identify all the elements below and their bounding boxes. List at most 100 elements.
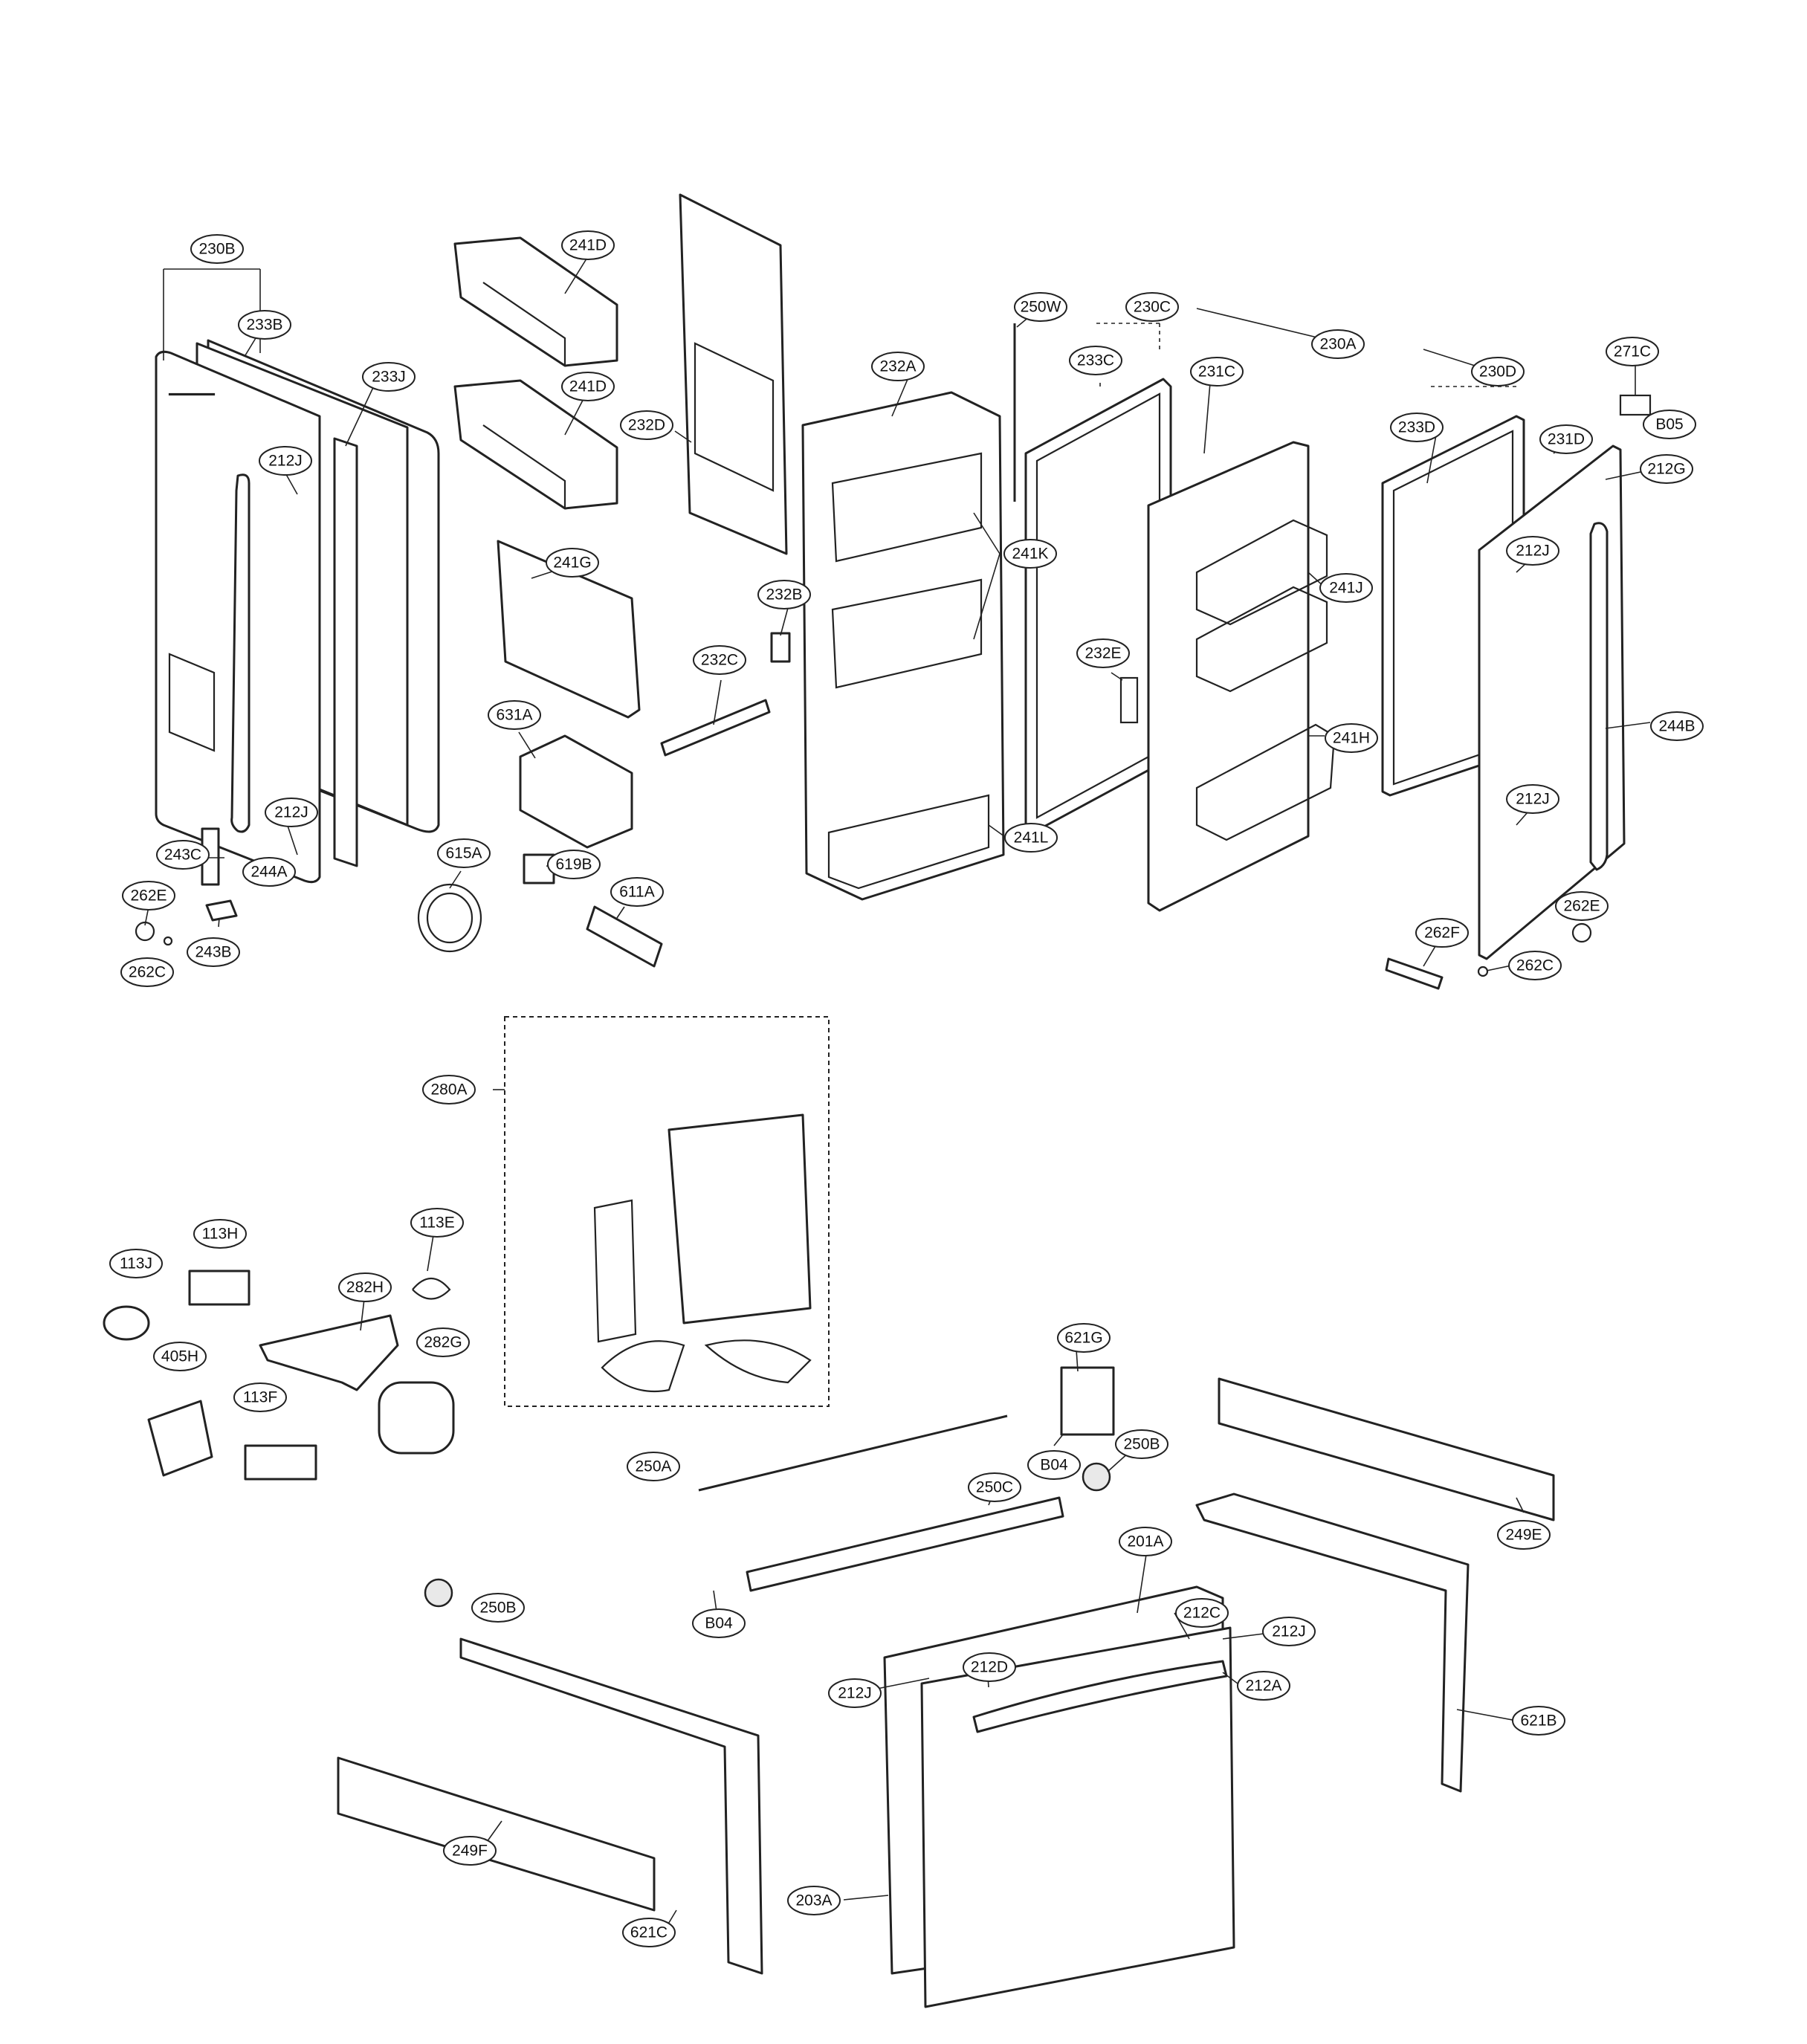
callout-label: 282G [424, 1334, 462, 1351]
callout-label: 241L [1014, 829, 1049, 847]
tube-615A-coil-inner [426, 892, 473, 944]
dispenser-housing [667, 1113, 812, 1325]
callout-113J: 113J [109, 1249, 163, 1278]
cap-282G [378, 1381, 455, 1455]
callout-label: 621G [1064, 1330, 1102, 1347]
shaft-250A [698, 1414, 1008, 1492]
door-230C [1013, 323, 1336, 912]
clip-262E [1571, 922, 1592, 943]
callout-label: 243B [195, 944, 231, 961]
callout-212G: 212G [1640, 454, 1693, 484]
callout-label: 232A [879, 358, 916, 375]
shelf-241K-lower [831, 578, 983, 689]
door-liner-232 [660, 193, 1005, 901]
callout-label: 201A [1127, 1533, 1163, 1550]
gear-250B-left [424, 1578, 453, 1608]
dispenser-assembly-280A [504, 1016, 830, 1407]
callout-label: 615A [445, 845, 482, 862]
bracket-232E [1119, 676, 1139, 724]
callout-233J: 233J [362, 362, 416, 392]
shelf-232D-window [694, 342, 775, 492]
bin-241D-lower-lip [482, 424, 566, 508]
callout-615A: 615A [437, 838, 491, 868]
callout-label: 212J [1272, 1623, 1306, 1640]
spring-113E [412, 1278, 451, 1300]
callout-244A: 244A [242, 857, 296, 887]
callout-241L: 241L [1004, 823, 1058, 853]
left-door-handle [230, 473, 250, 833]
callout-label: 244A [250, 864, 287, 881]
callout-label: 230C [1134, 299, 1171, 316]
callout-232A: 232A [871, 352, 925, 381]
callout-label: 212A [1245, 1678, 1281, 1695]
part-243B-cap [205, 899, 238, 922]
callout-label: 282H [346, 1279, 384, 1296]
shelf-241K-upper [831, 452, 983, 563]
ice-route-parts [103, 1270, 455, 1481]
callout-231D: 231D [1539, 424, 1593, 454]
shelf-232D [679, 193, 788, 555]
callout-label: 250B [479, 1600, 516, 1617]
bin-241H [1195, 723, 1336, 841]
callout-621B: 621B [1512, 1706, 1565, 1736]
callout-241K: 241K [1003, 539, 1057, 569]
frame-621C [459, 1637, 763, 1975]
callout-label: 232B [766, 586, 802, 604]
callout-label: 230D [1479, 363, 1516, 381]
callout-621C: 621C [622, 1918, 676, 1947]
callout-label: 611A [619, 884, 655, 901]
callout-231C: 231C [1190, 357, 1244, 387]
freezer-drawer-assembly [337, 1366, 1555, 2008]
left-door-hinge-strip [333, 437, 358, 867]
bin-241J-lower [1195, 586, 1328, 693]
bin-241D-upper [453, 236, 618, 367]
handle-244B [1589, 522, 1609, 871]
callout-label: 203A [795, 1892, 832, 1909]
clip-232B [770, 632, 791, 663]
callout-262C-a: 262C [120, 957, 174, 987]
callout-262E-a: 262E [122, 881, 175, 911]
tube-615A-coil [417, 883, 482, 953]
callout-label: 262F [1424, 925, 1460, 942]
callout-232E: 232E [1076, 638, 1130, 668]
callout-label: 233D [1398, 419, 1435, 436]
callout-212C: 212C [1175, 1598, 1229, 1628]
callout-233C: 233C [1069, 346, 1122, 375]
callout-B04-a: B04 [1027, 1450, 1081, 1480]
callout-label: 231D [1548, 431, 1585, 448]
callout-262E-b: 262E [1555, 891, 1609, 921]
callout-label: 233B [246, 317, 282, 334]
callout-label: 232E [1084, 645, 1121, 662]
callout-113H: 113H [193, 1219, 247, 1249]
door-panel-231D [1478, 444, 1626, 960]
callout-label: 212J [1516, 791, 1550, 808]
filter-611A [586, 905, 663, 968]
callout-280A: 280A [422, 1075, 476, 1105]
callout-label: B04 [705, 1615, 733, 1632]
callout-label: 631A [496, 707, 532, 724]
callout-113E: 113E [410, 1208, 464, 1238]
callout-label: 212G [1647, 461, 1685, 478]
callout-282H: 282H [338, 1272, 392, 1302]
callout-262F: 262F [1415, 918, 1469, 948]
door-liner-231C [1147, 441, 1310, 912]
callout-label: 250B [1123, 1436, 1160, 1453]
callout-label: 250W [1021, 299, 1061, 316]
bin-241J-upper [1195, 519, 1328, 626]
callout-212J-a: 212J [259, 446, 312, 476]
callout-250B-a: 250B [1115, 1429, 1168, 1459]
callout-label: 232C [701, 652, 738, 669]
callout-271C: 271C [1606, 337, 1659, 366]
callout-230B: 230B [190, 234, 244, 264]
callout-label: 212D [971, 1659, 1008, 1676]
callout-212J-e: 212J [1262, 1617, 1316, 1646]
callout-label: 405H [161, 1348, 198, 1365]
callout-label: 241J [1329, 580, 1363, 597]
callout-250A: 250A [627, 1452, 680, 1481]
part-113J [103, 1305, 150, 1341]
bin-241D-upper-lip [482, 282, 566, 366]
part-callouts: 230B233B233J212J212J243C244A262E262C243B… [109, 230, 1704, 1947]
callout-621G: 621G [1057, 1323, 1111, 1353]
callout-262C-b: 262C [1508, 951, 1562, 980]
callout-label: B04 [1040, 1457, 1068, 1474]
